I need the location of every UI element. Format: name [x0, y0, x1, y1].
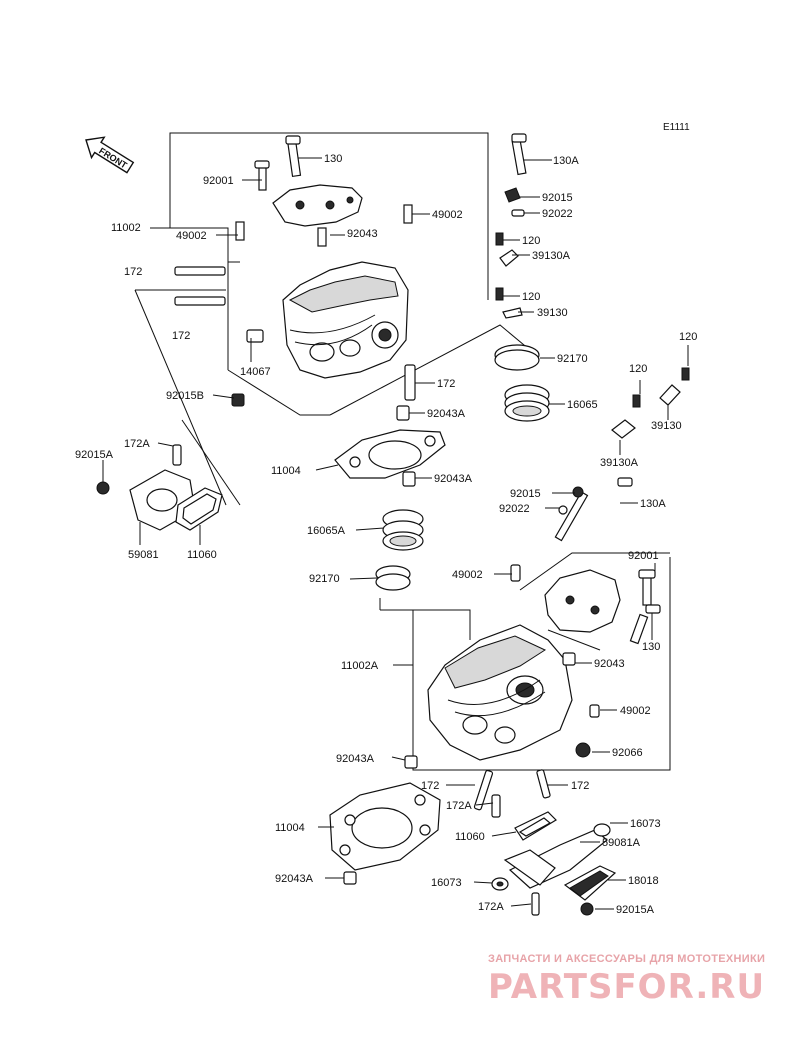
label-49002-left: 49002 — [176, 230, 207, 242]
label-92001-top: 92001 — [203, 175, 234, 187]
label-11004-low: 11004 — [275, 822, 305, 834]
label-172A-left: 172A — [124, 438, 150, 450]
front-arrow-icon: FRONT — [85, 136, 135, 174]
rear-exhaust-flange — [96, 444, 223, 531]
label-120-d: 120 — [679, 331, 697, 343]
front-cylinder-head — [427, 624, 573, 761]
rear-studs — [174, 266, 416, 401]
label-92015-top: 92015 — [542, 192, 573, 204]
label-16073-right: 16073 — [630, 818, 661, 830]
label-49002-low: 49002 — [620, 705, 651, 717]
label-16065A: 16065A — [307, 525, 346, 537]
label-130A-mid: 130A — [640, 498, 666, 510]
label-49002-mid: 49002 — [452, 569, 483, 581]
label-92170-top: 92170 — [557, 353, 588, 365]
rear-intake-parts — [494, 344, 550, 422]
label-11060-low: 11060 — [455, 831, 485, 843]
front-exhaust-parts — [491, 811, 617, 916]
label-92043A-b: 92043A — [434, 473, 473, 485]
part-labels: 130 130A 92001 92015 92022 11002 49002 9… — [75, 153, 697, 916]
rear-head-frame — [134, 132, 531, 506]
label-92022-mid: 92022 — [499, 503, 530, 515]
rear-rocker-housing — [272, 184, 363, 227]
label-49002-right: 49002 — [432, 209, 463, 221]
label-92015A-left: 92015A — [75, 449, 114, 461]
front-intake-parts — [375, 509, 424, 591]
label-16073-left: 16073 — [431, 877, 462, 889]
watermark-brand: PARTSFOR.RU — [488, 967, 765, 1007]
label-130-mid: 130 — [642, 641, 660, 653]
front-gasket — [329, 782, 441, 871]
label-172A-mid: 172A — [446, 800, 472, 812]
label-92170-mid: 92170 — [309, 573, 340, 585]
label-172A-low: 172A — [478, 901, 504, 913]
label-92001-mid: 92001 — [628, 550, 659, 562]
label-59081: 59081 — [128, 549, 159, 561]
label-18018: 18018 — [628, 875, 659, 887]
label-92043-top: 92043 — [347, 228, 378, 240]
label-172-e: 172 — [571, 780, 589, 792]
label-92043A-c: 92043A — [336, 753, 375, 765]
label-92043A-d: 92043A — [275, 873, 314, 885]
label-130-top: 130 — [324, 153, 342, 165]
label-120-c: 120 — [629, 363, 647, 375]
label-120-b: 120 — [522, 291, 540, 303]
label-39130-right: 39130 — [651, 420, 682, 432]
rear-small-hardware — [495, 187, 690, 439]
label-59081A: 59081A — [602, 837, 641, 849]
front-rocker-housing — [544, 569, 661, 645]
label-130A-top: 130A — [553, 155, 579, 167]
label-39130A-top: 39130A — [532, 250, 571, 262]
label-172-a: 172 — [124, 266, 142, 278]
label-11060-left: 11060 — [187, 549, 217, 561]
label-11002A: 11002A — [341, 660, 379, 672]
watermark: ЗАПЧАСТИ И АКСЕССУАРЫ ДЛЯ МОТОТЕХНИКИ PA… — [488, 953, 765, 1007]
label-120-a: 120 — [522, 235, 540, 247]
label-172-c: 172 — [437, 378, 455, 390]
rear-gasket — [231, 393, 446, 487]
rear-cylinder-head — [282, 261, 409, 379]
diagram-code: E1111 — [663, 122, 690, 133]
label-172-b: 172 — [172, 330, 190, 342]
label-92015B: 92015B — [166, 390, 204, 402]
rear-bolts — [235, 133, 527, 247]
label-92043A-a: 92043A — [427, 408, 466, 420]
front-studs — [343, 755, 551, 916]
label-16065: 16065 — [567, 399, 598, 411]
label-92015-mid: 92015 — [510, 488, 541, 500]
label-92066: 92066 — [612, 747, 643, 759]
label-172-d: 172 — [421, 780, 439, 792]
label-92043-mid: 92043 — [594, 658, 625, 670]
label-92022-top: 92022 — [542, 208, 573, 220]
label-39130-top: 39130 — [537, 307, 568, 319]
leader-lines — [102, 157, 689, 910]
label-39130A-right: 39130A — [600, 457, 639, 469]
label-92015A-low: 92015A — [616, 904, 655, 916]
label-14067: 14067 — [240, 366, 271, 378]
label-11002: 11002 — [111, 222, 141, 234]
label-11004-top: 11004 — [271, 465, 301, 477]
front-long-bolt — [510, 477, 633, 758]
watermark-tagline: ЗАПЧАСТИ И АКСЕССУАРЫ ДЛЯ МОТОТЕХНИКИ — [488, 953, 765, 965]
